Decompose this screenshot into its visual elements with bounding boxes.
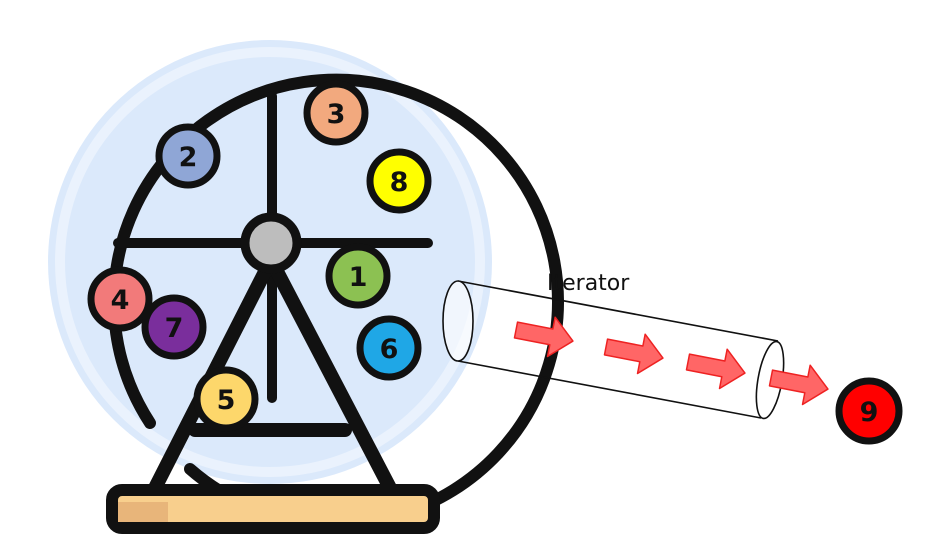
iterator-label: Iterator	[547, 271, 630, 296]
stand-base	[106, 484, 440, 534]
arrow-icon	[768, 364, 829, 406]
ball-circle	[356, 315, 422, 381]
ball-circle	[325, 243, 391, 309]
ball-8: 8	[366, 148, 432, 214]
ball-number: 5	[217, 385, 236, 416]
ball-number: 6	[380, 334, 399, 365]
ball-number: 4	[111, 285, 130, 316]
tube-body	[457, 280, 779, 419]
output-ball: 9	[835, 377, 903, 445]
ball-circle	[155, 123, 221, 189]
ball-5: 5	[193, 366, 259, 432]
flow-arrows	[513, 316, 829, 406]
ball-number: 1	[349, 262, 368, 293]
ball-circle	[303, 80, 369, 146]
drum-hub	[240, 212, 302, 274]
output-ball-number: 9	[860, 397, 879, 428]
arrow-icon	[685, 348, 746, 390]
ball-circle	[193, 366, 259, 432]
ball-circle	[141, 294, 207, 360]
ball-circle	[366, 148, 432, 214]
ball-number: 8	[390, 167, 409, 198]
ball-circle	[87, 266, 153, 332]
ball-4: 4	[87, 266, 153, 332]
ball-3: 3	[303, 80, 369, 146]
ball-number: 3	[327, 99, 346, 130]
ball-1: 1	[325, 243, 391, 309]
ball-number: 7	[165, 313, 184, 344]
stand	[106, 253, 440, 534]
tube-mouth	[442, 280, 474, 362]
ball-number: 2	[179, 142, 198, 173]
arrow-icon	[513, 316, 574, 358]
arrow-icon	[603, 333, 664, 375]
ball-2: 2	[155, 123, 221, 189]
ball-7: 7	[141, 294, 207, 360]
ball-6: 6	[356, 315, 422, 381]
